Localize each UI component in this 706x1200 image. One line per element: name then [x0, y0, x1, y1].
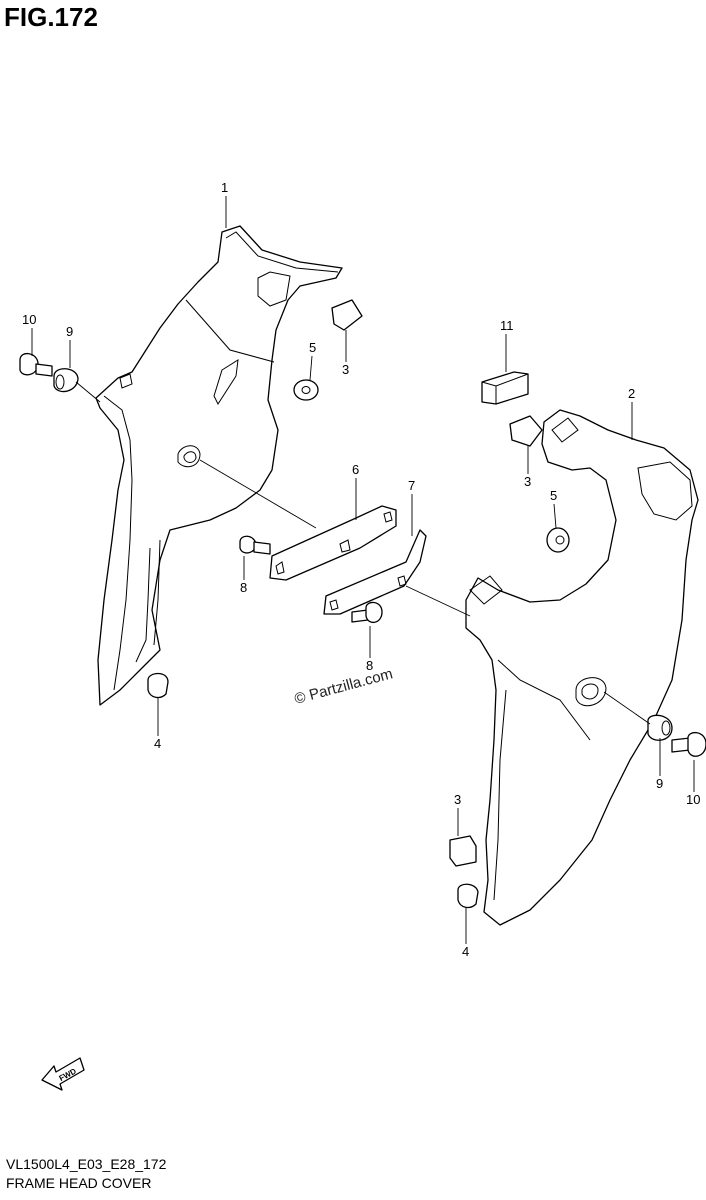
callout-8: 8 — [240, 580, 247, 595]
callout-6: 6 — [352, 462, 359, 477]
callout-2: 2 — [628, 386, 635, 401]
part-10-bolt-b — [671, 732, 706, 757]
callout-10: 10 — [22, 312, 36, 327]
figure-title: FIG.172 — [4, 2, 98, 32]
callout-9: 9 — [66, 324, 73, 339]
part-3-cushion-a — [331, 299, 363, 331]
callout-3: 3 — [454, 792, 461, 807]
fwd-arrow-icon: FWD — [41, 1057, 85, 1091]
callout-11: 11 — [500, 318, 514, 333]
callout-3: 3 — [524, 474, 531, 489]
part-11-cushion — [481, 371, 529, 405]
callout-3: 3 — [342, 362, 349, 377]
part-5-grommet-b — [546, 527, 570, 553]
part-5-grommet-a — [293, 379, 319, 401]
section-name: FRAME HEAD COVER — [6, 1175, 152, 1191]
callout-labels: 1 10 9 5 3 11 2 3 5 6 7 8 8 4 9 10 3 4 — [22, 180, 700, 959]
part-2-right-cover — [465, 409, 699, 926]
callout-1: 1 — [221, 180, 228, 195]
callout-4: 4 — [462, 944, 469, 959]
part-4-cap-b — [457, 883, 479, 909]
callout-9: 9 — [656, 776, 663, 791]
callout-5: 5 — [309, 340, 316, 355]
callout-7: 7 — [408, 478, 415, 493]
part-1-left-cover — [95, 225, 343, 706]
part-3-cushion-b — [509, 415, 543, 447]
callout-8: 8 — [366, 658, 373, 673]
part-9-washer-a — [53, 368, 79, 393]
watermark: © Partzilla.com — [293, 665, 395, 708]
callout-5: 5 — [550, 488, 557, 503]
part-8-bolt-a — [239, 535, 271, 555]
part-4-cap-a — [147, 672, 169, 699]
leader-lines — [31, 196, 695, 944]
callout-4: 4 — [154, 736, 161, 751]
part-10-bolt-a — [19, 353, 53, 377]
part-7-bracket — [323, 529, 427, 615]
callout-10: 10 — [686, 792, 700, 807]
model-code: VL1500L4_E03_E28_172 — [6, 1156, 167, 1172]
part-6-bracket — [269, 505, 397, 581]
part-8-bolt-b — [351, 601, 383, 623]
part-9-washer-b — [647, 714, 673, 741]
part-3-cushion-c — [449, 835, 477, 867]
